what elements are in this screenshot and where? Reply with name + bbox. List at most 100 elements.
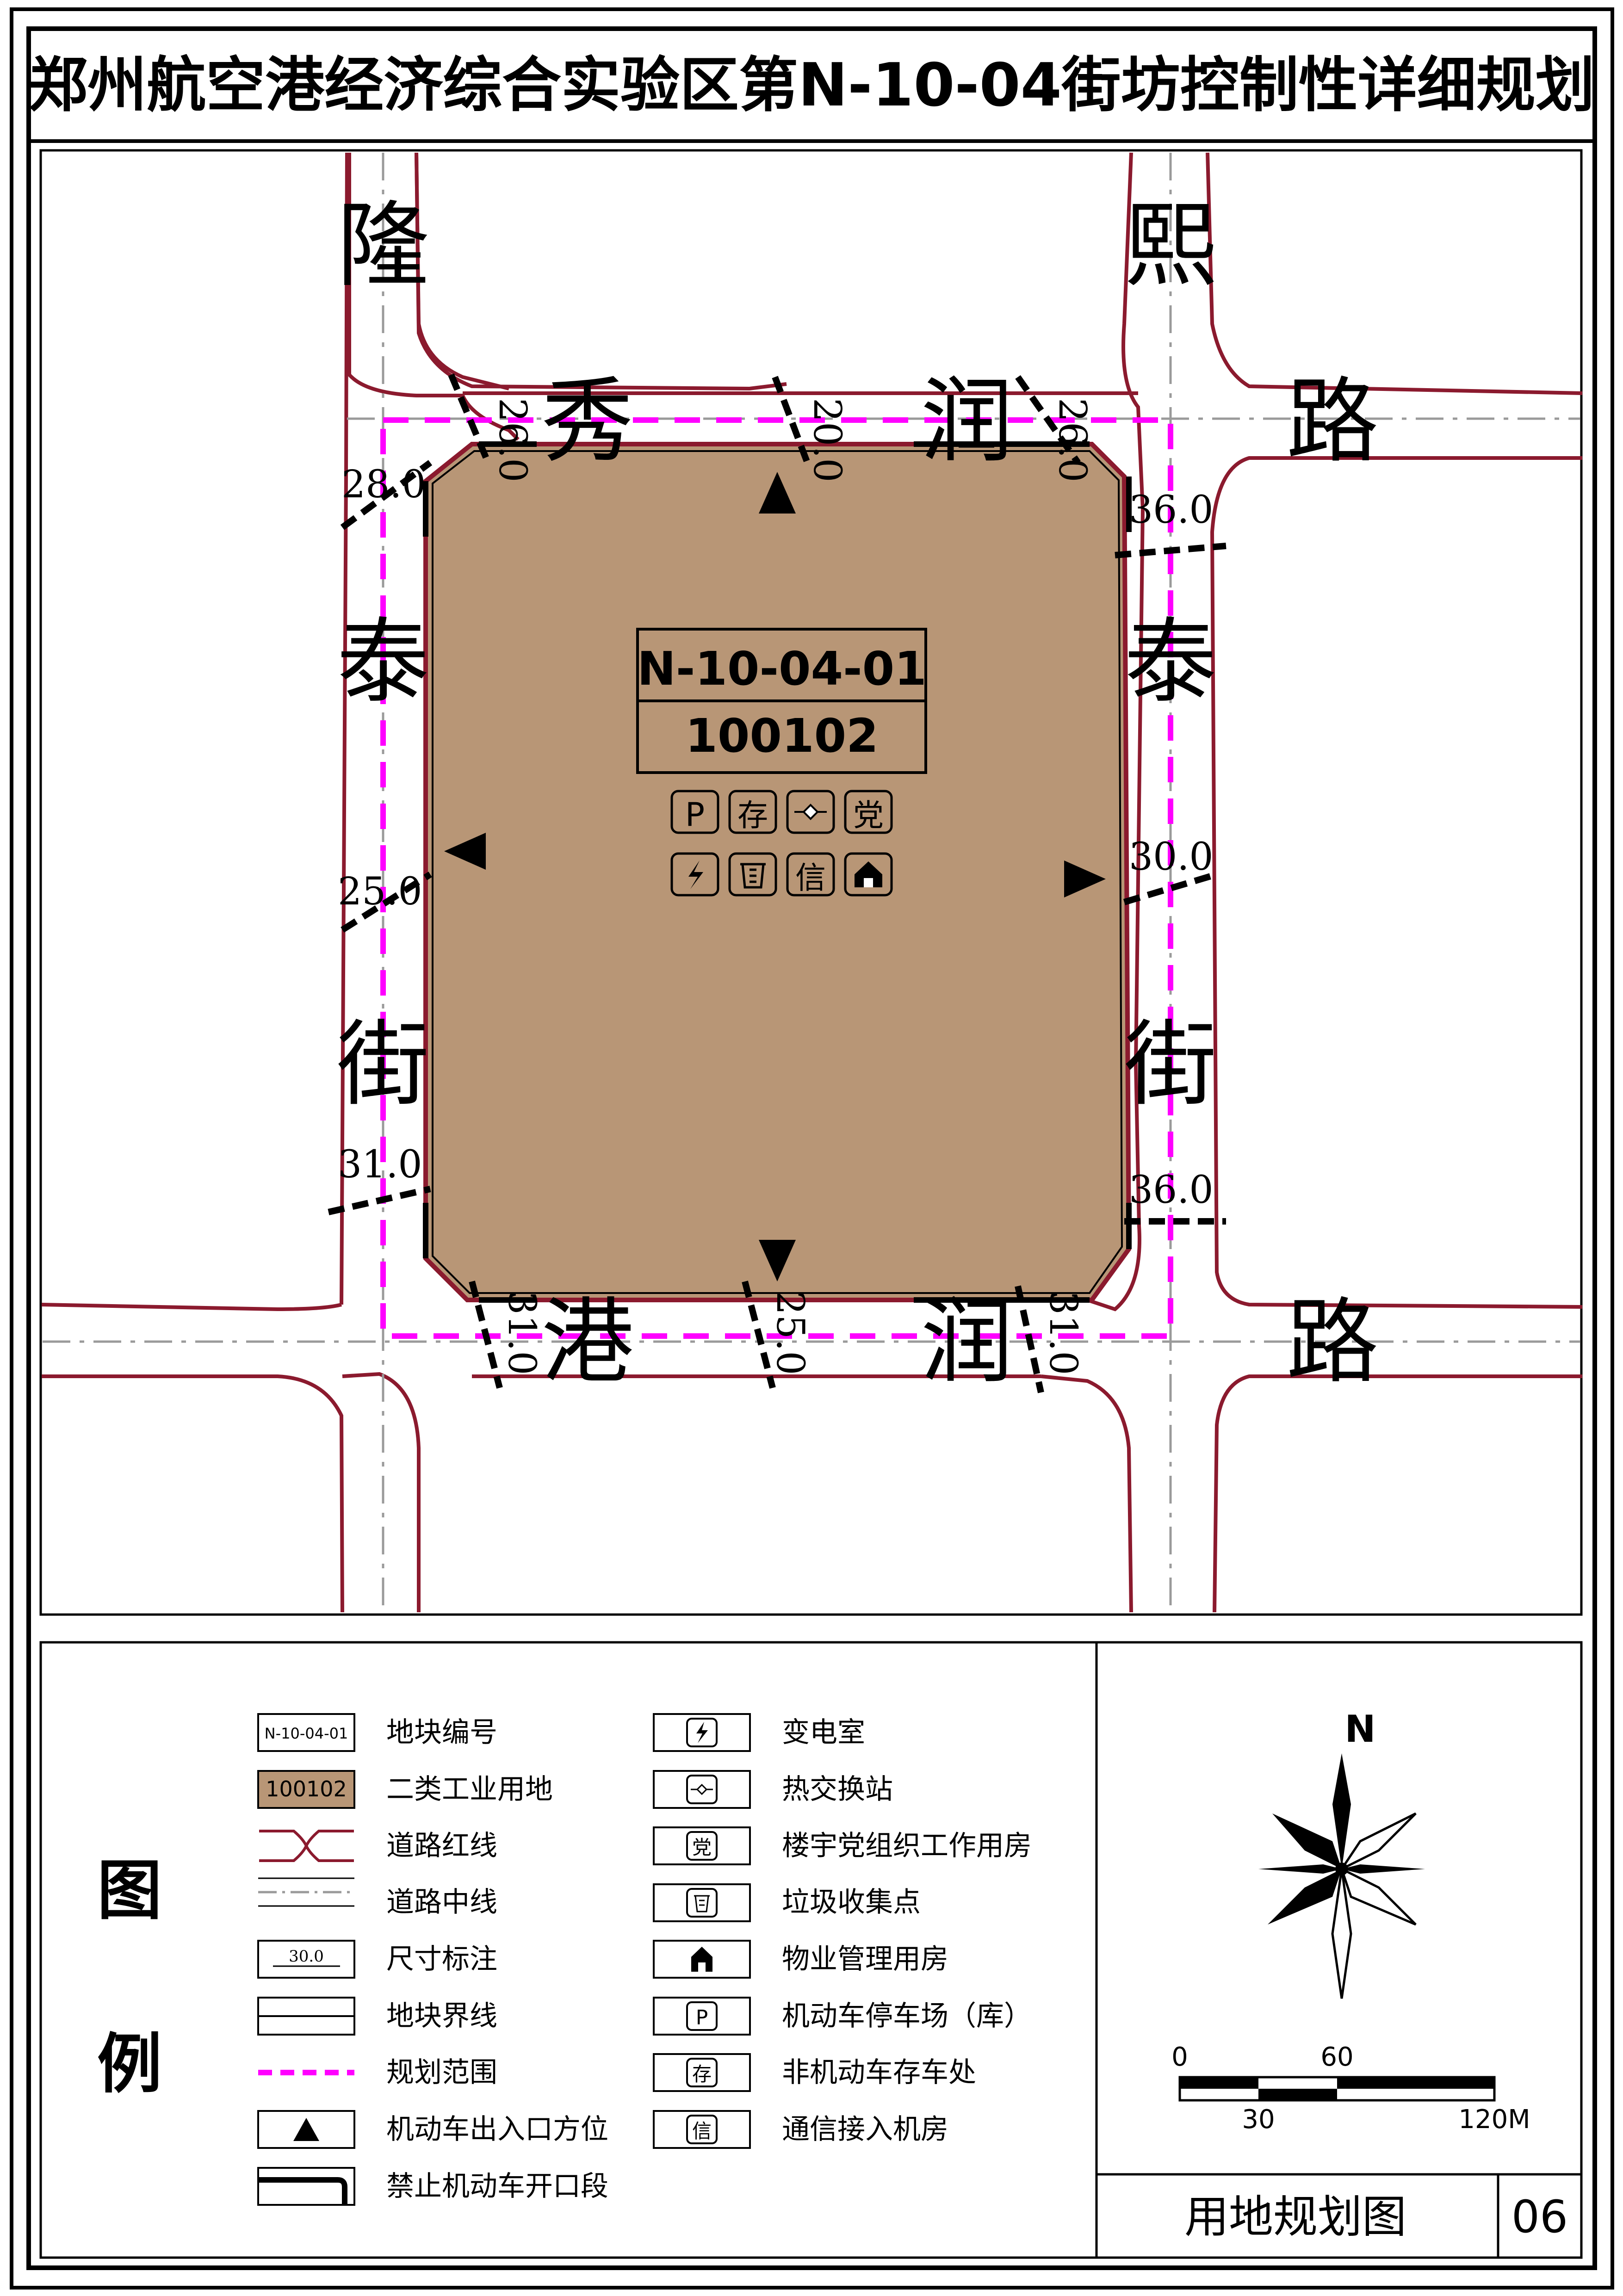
- garbage-collection-icon: [728, 852, 777, 897]
- road-red-line: [340, 152, 349, 1305]
- svg-text:物业管理用房: 物业管理用房: [782, 1943, 948, 1975]
- legend-item-no-opening: 禁止机动车开口段: [257, 2167, 608, 2206]
- svg-text:二类工业用地: 二类工业用地: [386, 1773, 553, 1806]
- road-name-south-2: 润: [921, 1288, 1013, 1396]
- svg-text:禁止机动车开口段: 禁止机动车开口段: [386, 2170, 608, 2203]
- road-name-west-3: 街: [337, 1011, 429, 1119]
- sheet-number: 06: [1511, 2191, 1568, 2243]
- legend-item-dimension: 30.0 尺寸标注: [257, 1940, 497, 1979]
- entrance-arrow-south: [759, 1240, 796, 1281]
- svg-text:存: 存: [737, 798, 768, 833]
- svg-text:规划范围: 规划范围: [386, 2056, 497, 2089]
- legend-title-1: 图: [97, 1853, 162, 1929]
- svg-text:N-10-04-01: N-10-04-01: [265, 1725, 348, 1742]
- heat-exchange-icon: [786, 790, 835, 834]
- outer-frame: [10, 7, 1614, 2290]
- svg-text:P: P: [685, 796, 705, 834]
- scale-label-60: 60: [1320, 2042, 1353, 2072]
- legend-item-road-centerline: 道路中线: [258, 1877, 497, 1918]
- svg-text:党: 党: [853, 798, 884, 833]
- dim-south-a: 31.0: [500, 1291, 544, 1375]
- parking-icon: P: [670, 790, 719, 834]
- page-title: 郑州航空港经济综合实验区第N-10-04街坊控制性详细规划: [28, 51, 1595, 120]
- svg-text:30.0: 30.0: [289, 1947, 324, 1966]
- legend-item-party-office: 党 楼宇党组织工作用房: [653, 1826, 1032, 1865]
- svg-text:通信接入机房: 通信接入机房: [782, 2113, 948, 2146]
- road-red-line: [1213, 1374, 1582, 1613]
- road-name-west-2: 泰: [337, 608, 429, 716]
- road-red-line: [41, 1303, 342, 1312]
- legend-item-parking: P 机动车停车场（库）: [653, 1997, 1032, 2036]
- scale-label-30: 30: [1242, 2104, 1275, 2135]
- legend-item-road-red-line: 道路红线: [259, 1830, 497, 1862]
- planning-boundary: [380, 417, 1173, 1339]
- entrance-arrow-north: [759, 472, 796, 514]
- dim-west-b: 25.0: [338, 870, 422, 914]
- legend-item-heat-exchange: 热交换站: [653, 1770, 893, 1809]
- road-name-south-1: 港: [541, 1288, 634, 1396]
- svg-text:楼宇党组织工作用房: 楼宇党组织工作用房: [782, 1830, 1032, 1862]
- parcel-id: N-10-04-01: [637, 642, 927, 696]
- legend-item-bike-storage: 存 非机动车存车处: [653, 2053, 976, 2092]
- parcel-land-code: 100102: [685, 709, 878, 763]
- scale-label-0: 0: [1171, 2042, 1188, 2072]
- facility-icons: P 存 党: [670, 790, 893, 897]
- svg-text:机动车停车场（库）: 机动车停车场（库）: [782, 2000, 1032, 2032]
- map-area: N-10-04-01 100102 P 存 党: [41, 152, 1583, 1613]
- road-name-north-2: 润: [921, 368, 1013, 476]
- legend-item-entrance-arrow: 机动车出入口方位: [257, 2110, 608, 2149]
- svg-text:道路中线: 道路中线: [386, 1886, 497, 1918]
- road-name-north-3: 路: [1286, 368, 1379, 476]
- road-red-line: [1041, 1374, 1133, 1613]
- substation-icon: [670, 852, 719, 897]
- dim-south-c: 31.0: [1041, 1291, 1085, 1375]
- road-red-line: [42, 1374, 344, 1613]
- svg-text:100102: 100102: [266, 1776, 347, 1801]
- entrance-arrow-west: [444, 833, 486, 870]
- svg-text:P: P: [696, 2006, 708, 2030]
- road-red-line: [1206, 152, 1583, 395]
- svg-text:存: 存: [692, 2063, 712, 2086]
- dim-east-b: 30.0: [1129, 835, 1214, 879]
- north-arrow-icon: N: [1258, 1708, 1425, 1999]
- parcel-n-10-04-01: [423, 442, 1132, 1302]
- dimension-ticks: [328, 373, 1227, 1393]
- svg-text:党: 党: [692, 1836, 712, 1859]
- road-name-east-2: 泰: [1124, 608, 1217, 716]
- svg-text:信: 信: [692, 2120, 712, 2142]
- road-name-north-1: 秀: [541, 368, 634, 476]
- inner-frame: [26, 26, 1597, 2270]
- legend-title-2: 例: [97, 2027, 162, 2102]
- north-label: N: [1345, 1708, 1376, 1751]
- legend-item-property-management: 物业管理用房: [653, 1940, 948, 1979]
- svg-text:垃圾收集点: 垃圾收集点: [782, 1886, 921, 1918]
- svg-text:热交换站: 热交换站: [782, 1773, 893, 1806]
- svg-text:变电室: 变电室: [782, 1716, 865, 1749]
- svg-text:非机动车存车处: 非机动车存车处: [782, 2056, 976, 2089]
- legend-left-column: N-10-04-01 地块编号 100102 二类工业用地 道路红线 道路中线 …: [257, 1713, 608, 2206]
- road-name-east-3: 街: [1124, 1011, 1217, 1119]
- legend-item-planning-boundary: 规划范围: [258, 2056, 497, 2089]
- legend-item-telecom: 信 通信接入机房: [653, 2110, 948, 2149]
- road-name-south-3: 路: [1286, 1288, 1379, 1396]
- dim-west-c: 31.0: [338, 1143, 422, 1187]
- telecom-room-icon: 信: [786, 852, 835, 897]
- dim-east-a: 36.0: [1129, 488, 1214, 532]
- dimension-labels: 26.0 20.0 26.0 31.0 25.0 31.0 28.0 25.0 …: [338, 398, 1214, 1375]
- road-red-line: [415, 152, 787, 391]
- dim-north-b: 20.0: [805, 398, 849, 483]
- svg-text:地块编号: 地块编号: [386, 1716, 497, 1749]
- legend-right-column: 变电室 热交换站 党 楼宇党组织工作用房 垃圾收集点 物业管理用房: [653, 1713, 1032, 2149]
- dim-north-a: 26.0: [490, 398, 534, 483]
- no-opening-segments: [423, 441, 1132, 1303]
- dim-east-c: 36.0: [1129, 1168, 1214, 1212]
- svg-text:道路红线: 道路红线: [386, 1830, 497, 1862]
- svg-text:机动车出入口方位: 机动车出入口方位: [386, 2113, 608, 2146]
- scale-bar: 0 60 30 120M: [1171, 2042, 1530, 2135]
- road-name-west-1: 隆: [337, 192, 429, 300]
- map-panel: [39, 149, 1583, 1616]
- svg-text:地块界线: 地块界线: [386, 2000, 497, 2032]
- scale-label-120m: 120M: [1458, 2104, 1530, 2135]
- dim-north-c: 26.0: [1050, 398, 1094, 483]
